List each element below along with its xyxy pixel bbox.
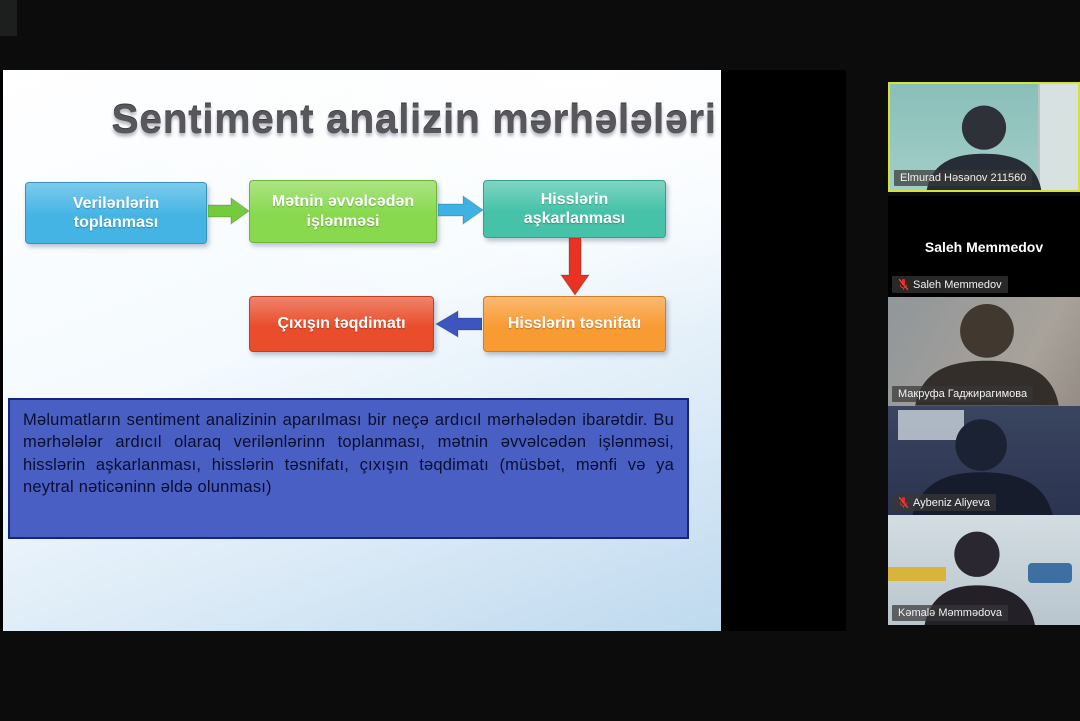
background-detail	[1038, 84, 1078, 190]
participant-tile-aybeniz[interactable]: Aybeniz Aliyeva	[888, 406, 1080, 515]
arrow-left-icon	[435, 310, 482, 338]
background-detail	[888, 567, 946, 581]
participant-name-label: Макруфа Гаджирагимова	[892, 386, 1034, 402]
background-detail	[898, 410, 964, 440]
flow-box-label: Mətnin əvvəlcədən işlənməsi	[271, 193, 415, 230]
flow-box-label: Çıxışın təqdimatı	[277, 315, 406, 333]
flow-box-data-collection: Verilənlərin toplanması	[25, 182, 207, 244]
flow-box-sentiment-detection: Hisslərin aşkarlanması	[483, 180, 666, 238]
presentation-slide: Sentiment analizin mərhələləri Verilənlə…	[3, 70, 721, 631]
arrow-right-icon	[208, 197, 250, 225]
arrow-right-icon	[438, 195, 484, 225]
background-detail	[1028, 563, 1072, 583]
participant-display-name: Saleh Memmedov	[924, 238, 1044, 255]
flow-box-output-presentation: Çıxışın təqdimatı	[249, 296, 434, 352]
participant-name-label: Kəmalə Məmmədova	[892, 605, 1008, 621]
flow-box-label: Verilənlərin toplanması	[72, 194, 160, 231]
arrow-down-icon	[560, 238, 590, 296]
participant-tile-saleh[interactable]: Saleh Memmedov Saleh Memmedov	[888, 196, 1080, 297]
participant-tile-makrufa[interactable]: Макруфа Гаджирагимова	[888, 297, 1080, 406]
corner-menu-icon[interactable]	[0, 0, 17, 36]
slide-title: Sentiment analizin mərhələləri	[111, 96, 717, 142]
muted-mic-icon	[898, 496, 909, 509]
participant-name-label: Elmurad Həsənov 211560	[894, 170, 1033, 186]
flow-box-sentiment-classification: Hisslərin təsnifatı	[483, 296, 666, 352]
screen-share-region: Sentiment analizin mərhələləri Verilənlə…	[0, 70, 846, 631]
flow-box-preprocessing: Mətnin əvvəlcədən işlənməsi	[249, 180, 437, 243]
participant-tile-kamala[interactable]: Kəmalə Məmmədova	[888, 515, 1080, 625]
slide-paragraph: Məlumatların sentiment analizinin aparıl…	[8, 398, 689, 539]
participant-name-label: Saleh Memmedov	[892, 276, 1008, 293]
muted-mic-icon	[898, 278, 909, 291]
participant-name-label: Aybeniz Aliyeva	[892, 494, 996, 511]
participant-tile-elmurad[interactable]: Elmurad Həsənov 211560	[888, 82, 1080, 192]
flow-box-label: Hisslərin təsnifatı	[507, 315, 642, 333]
flow-box-label: Hisslərin aşkarlanması	[523, 190, 626, 227]
